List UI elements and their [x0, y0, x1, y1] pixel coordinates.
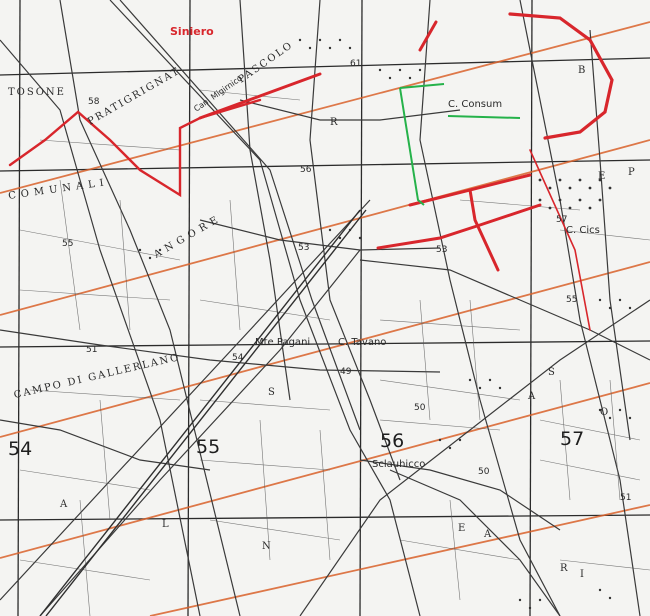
place-siniero: Siniero [170, 25, 214, 38]
letter-s-right: S [548, 367, 557, 378]
letter-e-lower: E [458, 523, 468, 534]
elevation-55: 55 [62, 239, 74, 249]
grid-label-55: 55 [196, 436, 221, 458]
place-tosone: TOSONE [8, 87, 66, 98]
elevation-50b: 50 [478, 467, 490, 477]
letter-e: E [598, 171, 608, 182]
letter-s: S [268, 387, 277, 398]
elevation-49: 49 [340, 367, 352, 377]
elevation-57: 57 [556, 215, 568, 225]
letter-n: N [262, 541, 273, 552]
field-lines [19, 89, 650, 616]
railway [39, 209, 367, 616]
green-markup [399, 83, 521, 206]
elevation-61: 61 [350, 59, 362, 69]
elevation-51: 51 [86, 345, 98, 355]
letter-l: L [162, 519, 171, 530]
place-c-tavano: C. Tavano [338, 337, 387, 348]
red-markup [8, 12, 614, 331]
letter-o-right: O [600, 407, 611, 418]
orchard-dots [138, 38, 632, 610]
elevation-54: 54 [232, 353, 244, 363]
place-m-pagani: Mte Pagani [255, 337, 311, 348]
letter-a: A [60, 499, 70, 510]
letter-r-lower: R [560, 563, 570, 574]
letter-p: P [628, 167, 637, 178]
letter-a-right: A [528, 391, 538, 402]
grid-label-54: 54 [8, 438, 33, 460]
elevation-51b: 51 [620, 493, 632, 503]
place-sclauhicco: Sclauhicco [372, 459, 426, 470]
elevation-50a: 50 [414, 403, 426, 413]
elevation-56: 56 [300, 165, 312, 175]
elevation-55b: 55 [566, 295, 578, 305]
elevation-53: 53 [298, 243, 310, 253]
place-c-consum: C. Consum [448, 99, 503, 110]
elevation-58: 58 [88, 97, 100, 107]
grid-label-57: 57 [560, 428, 585, 450]
elevation-53b: 53 [436, 245, 448, 255]
letter-i-lower: I [580, 569, 586, 580]
grid-label-56: 56 [380, 430, 405, 452]
letter-b: B [578, 65, 588, 76]
place-c-cics: C. Cics [566, 225, 600, 236]
letter-a-lower: A [484, 529, 494, 540]
letter-r: R [330, 117, 340, 128]
